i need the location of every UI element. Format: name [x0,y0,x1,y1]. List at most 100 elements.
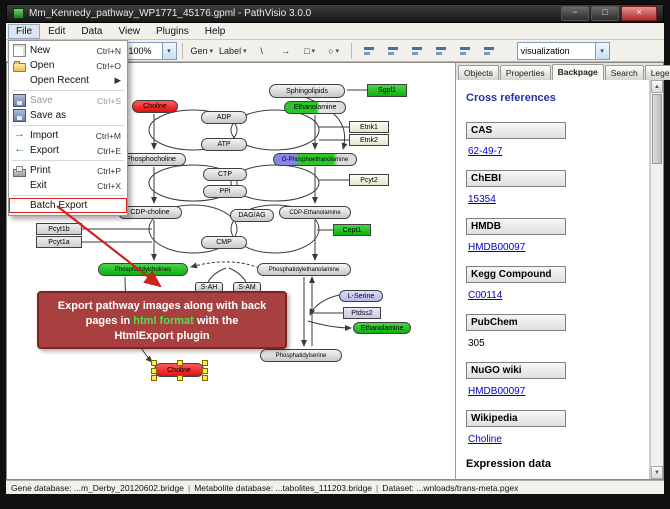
selection-handle[interactable] [177,375,183,381]
minimize-button[interactable]: − [561,6,589,21]
tab-legend[interactable]: Legend [644,65,670,80]
node-pcyt1a[interactable]: Pcyt1a [36,236,82,248]
tab-properties[interactable]: Properties [499,65,551,80]
tab-objects[interactable]: Objects [458,65,499,80]
xref-value-link[interactable]: 62-49-7 [468,146,503,157]
file-menu-item-batch-export[interactable]: Batch Export [9,198,127,213]
menu-edit[interactable]: Edit [48,25,66,37]
rectangle-tool-button[interactable]: □▾ [304,45,316,56]
selection-handle[interactable] [202,360,208,366]
chevron-down-icon[interactable]: ▾ [311,47,316,55]
xref-value-link[interactable]: C00114 [468,290,503,301]
xref-value-link[interactable]: 15354 [468,194,496,205]
node-sgpl1[interactable]: Sgpl1 [367,84,407,97]
node-ppi[interactable]: PPi [203,185,247,198]
node-ethanolamine-bottom[interactable]: Ethanolamine [353,322,411,334]
status-separator: | [376,482,379,493]
line-tool-button[interactable]: \ [260,45,263,56]
align-bottom-button[interactable] [477,41,501,61]
node-dag[interactable]: DAG/AG [230,209,274,222]
node-cmp[interactable]: CMP [201,236,247,249]
selection-handle[interactable] [177,360,183,366]
chevron-down-icon[interactable]: ▾ [335,47,340,55]
menu-item-label: Import [30,130,59,141]
chevron-down-icon[interactable]: ▾ [209,47,214,55]
menu-plugins[interactable]: Plugins [155,25,189,37]
node-cdp-ethanolamine[interactable]: CDP-Ethanolamine [279,206,351,219]
annotation-line3: HtmlExport plugin [114,330,210,342]
node-ptdss2[interactable]: Ptdss2 [343,307,381,319]
chevron-down-icon[interactable]: ▾ [243,47,247,55]
align-middle-button[interactable] [453,41,477,61]
visualization-select[interactable]: visualization ▾ [516,41,610,60]
file-menu-item-save-as[interactable]: Save as [9,108,127,123]
label-tool-button[interactable]: Label▾ [219,45,247,56]
gene-node-tool-button[interactable]: Gen▾ [190,45,214,56]
page-icon [13,44,26,57]
node-choline-bottom[interactable]: Choline [151,360,208,381]
menu-view[interactable]: View [118,25,140,37]
tab-search[interactable]: Search [604,65,644,80]
node-adp[interactable]: ADP [201,111,247,124]
node-phosphatidylserine[interactable]: Phosphatidylserine [260,349,342,362]
xref-value-link[interactable]: Choline [468,434,502,445]
node-etnk1[interactable]: Etnk1 [349,121,389,133]
node-phosphatidylethanolamine[interactable]: Phosphatidylethanolamine [257,263,351,276]
align-right-button[interactable] [405,41,429,61]
menu-data[interactable]: Data [81,25,103,37]
node-pcyt2[interactable]: Pcyt2 [349,174,389,186]
selection-handle[interactable] [151,360,157,366]
zoom-select[interactable]: 100% ▾ [124,41,177,60]
chevron-down-icon[interactable]: ▾ [161,42,176,59]
export-icon [13,144,26,157]
node-sphingolipids[interactable]: Sphingolipids [269,84,345,98]
align-top-button[interactable] [429,41,453,61]
node-etnk2[interactable]: Etnk2 [349,134,389,146]
arrow-tool-button[interactable]: → [281,45,291,56]
node-l-serine[interactable]: L-Serine [339,290,383,302]
scroll-up-icon[interactable]: ▲ [651,80,663,93]
tab-backpage[interactable]: Backpage [551,64,604,80]
node-choline-top[interactable]: Choline [132,100,178,113]
oval-tool-button[interactable]: ○▾ [328,45,340,56]
scroll-down-icon[interactable]: ▼ [651,466,663,479]
xref-value: 305 [468,338,485,349]
node-phosphatidylcholines[interactable]: Phosphatidylcholines [98,263,188,276]
menu-item-label: Export [30,145,59,156]
status-segment: Dataset: ...wnloads/trans-meta.pgex [382,482,519,493]
node-atp[interactable]: ATP [201,138,247,151]
xref-source-header: CAS [466,122,566,139]
menu-help[interactable]: Help [204,25,226,37]
print-icon [13,165,26,177]
selection-handle[interactable] [151,368,157,374]
selection-handle[interactable] [151,375,157,381]
xref-value-link[interactable]: HMDB00097 [468,242,526,253]
node-ctp[interactable]: CTP [203,168,247,181]
node-o-phosphoethanolamine[interactable]: O-Phosphoethanolamine [273,153,357,166]
maximize-button[interactable]: □ [591,6,619,21]
align-left-button[interactable] [357,41,381,61]
chevron-down-icon[interactable]: ▾ [594,42,609,59]
xref-value-link[interactable]: HMDB00097 [468,386,526,397]
file-menu-item-open-recent[interactable]: Open Recent▶ [9,73,127,88]
node-pcyt1b[interactable]: Pcyt1b [36,223,82,235]
align-center-button[interactable] [381,41,405,61]
title-bar[interactable]: Mm_Kennedy_pathway_WP1771_45176.gpml - P… [6,4,664,23]
close-button[interactable]: × [621,6,657,21]
menu-file[interactable]: File [8,23,41,39]
node-phosphocholine[interactable]: Phosphocholine [116,153,186,166]
selection-handle[interactable] [202,368,208,374]
sidebar-scrollbar[interactable]: ▲ ▼ [650,80,663,479]
scrollbar-thumb[interactable] [652,94,662,164]
node-cept1[interactable]: Cept1 [333,224,371,236]
node-ethanolamine-top[interactable]: Ethanolamine [284,101,346,114]
selection-handle[interactable] [202,375,208,381]
